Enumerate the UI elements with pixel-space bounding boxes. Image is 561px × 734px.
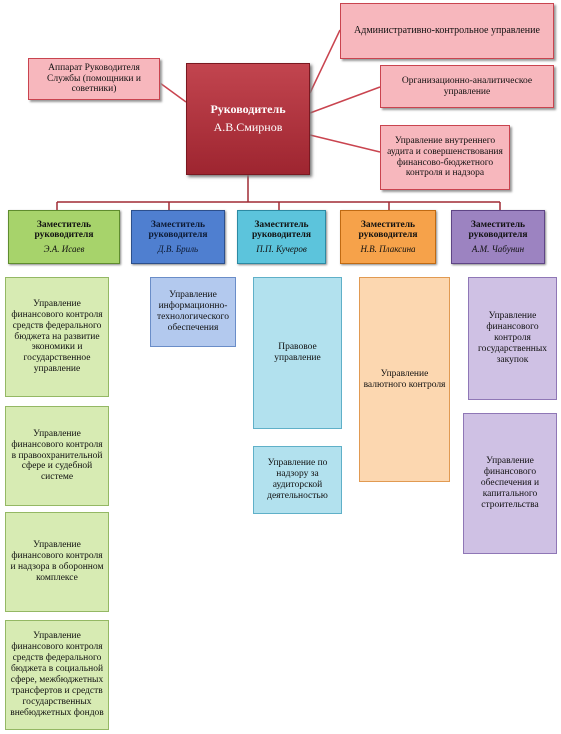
deputy-kucherov: Заместитель руководителя П.П. Кучеров xyxy=(237,210,326,264)
unit-label: Управление финансового контроля средств … xyxy=(11,298,103,375)
deputy-name: А.М. Чабунин xyxy=(471,243,525,254)
deputy-title: Заместитель руководителя xyxy=(358,219,418,241)
unit-defense-control: Управление финансового контроля и надзор… xyxy=(5,512,109,612)
deputy-plaksina: Заместитель руководителя Н.В. Плаксина xyxy=(340,210,436,264)
chief-title: Руководитель xyxy=(210,102,286,117)
unit-it-support: Управление информационно-технологическог… xyxy=(150,277,236,347)
unit-label: Управление информационно-технологическог… xyxy=(157,290,229,333)
chief-name: А.В.Смирнов xyxy=(213,120,283,134)
unit-label: Управление финансового контроля государс… xyxy=(477,311,547,365)
unit-label: Правовое управление xyxy=(274,342,321,363)
deputy-name: Э.А. Исаев xyxy=(43,243,85,254)
unit-label: Управление по надзору за аудиторской дея… xyxy=(267,458,328,501)
unit-label: Управление финансового контроля и надзор… xyxy=(10,540,104,583)
unit-procurement-control: Управление финансового контроля государс… xyxy=(468,277,557,400)
internal-audit-unit: Управление внутреннего аудита и совершен… xyxy=(380,125,510,190)
unit-law-enforcement-control: Управление финансового контроля в правоо… xyxy=(5,406,109,506)
deputy-bril: Заместитель руководителя Д.В. Бриль xyxy=(131,210,225,264)
deputy-title: Заместитель руководителя xyxy=(468,219,528,241)
deputy-title: Заместитель руководителя xyxy=(252,219,311,241)
unit-label: Управление валютного контроля xyxy=(363,368,446,390)
deputy-chabunin: Заместитель руководителя А.М. Чабунин xyxy=(451,210,545,264)
unit-label: Управление финансового контроля средств … xyxy=(10,631,104,718)
unit-audit-supervision: Управление по надзору за аудиторской дея… xyxy=(253,446,342,514)
deputy-isaev: Заместитель руководителя Э.А. Исаев xyxy=(8,210,120,264)
admin-control-unit: Административно-контрольное управление xyxy=(340,3,554,59)
admin-control-label: Административно-контрольное управление xyxy=(354,25,540,37)
deputy-title: Заместитель руководителя xyxy=(148,219,208,241)
unit-finance-construction: Управление финансового обеспечения и кап… xyxy=(463,413,557,554)
deputy-name: Н.В. Плаксина xyxy=(360,243,416,254)
internal-audit-label: Управление внутреннего аудита и совершен… xyxy=(387,135,503,179)
deputy-title: Заместитель руководителя xyxy=(34,219,94,241)
deputy-name: Д.В. Бриль xyxy=(157,243,199,254)
chief-box: Руководитель А.В.Смирнов xyxy=(186,63,310,175)
unit-label: Управление финансового обеспечения и кап… xyxy=(480,456,540,510)
apparatus-box: Аппарат Руководителя Службы (помощники и… xyxy=(28,58,160,100)
deputy-name: П.П. Кучеров xyxy=(256,243,307,254)
org-analytic-unit: Организационно-аналитическое управление xyxy=(380,65,554,108)
unit-economy-control: Управление финансового контроля средств … xyxy=(5,277,109,397)
unit-currency-control: Управление валютного контроля xyxy=(359,277,450,482)
unit-legal: Правовое управление xyxy=(253,277,342,429)
org-analytic-label: Организационно-аналитическое управление xyxy=(401,75,533,97)
unit-social-sphere-control: Управление финансового контроля средств … xyxy=(5,620,109,730)
apparatus-label: Аппарат Руководителя Службы (помощники и… xyxy=(47,62,141,95)
unit-label: Управление финансового контроля в правоо… xyxy=(11,428,103,483)
